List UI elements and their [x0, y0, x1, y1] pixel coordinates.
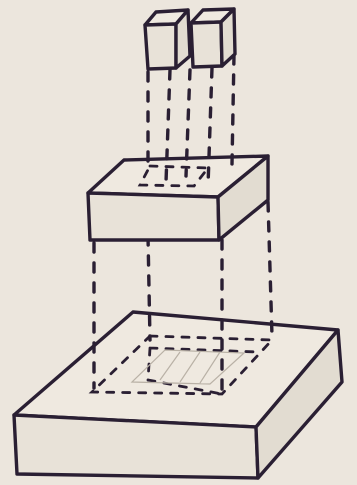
- middle-block-front: [88, 193, 219, 240]
- middle-block: [88, 156, 268, 240]
- small-cube-left-front: [145, 24, 176, 69]
- base-slab: [14, 312, 342, 478]
- small-cube-right: [191, 9, 235, 67]
- small-cube-right-front: [191, 22, 222, 67]
- base-slab-front: [14, 415, 258, 478]
- small-cube-right-side: [221, 9, 235, 66]
- small-cube-left: [145, 10, 190, 69]
